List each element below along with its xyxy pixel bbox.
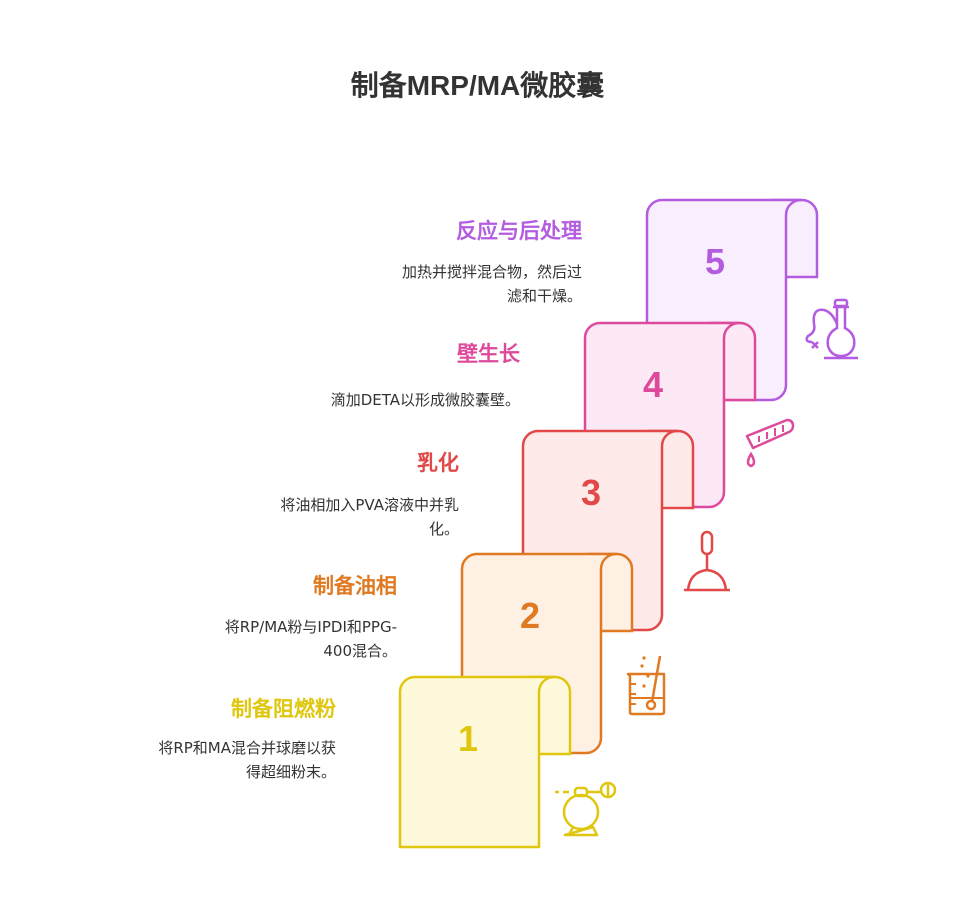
mixer-icon: [555, 781, 617, 837]
step-number: 5: [705, 241, 725, 282]
step-3-description: 将油相加入PVA溶液中并乳化。: [280, 493, 459, 541]
step-4-title: 壁生长: [457, 342, 520, 366]
description-line: 滤和干燥。: [506, 287, 582, 305]
step-3-title: 乳化: [417, 451, 459, 475]
description-line: 将RP/MA粉与IPDI和PPG-: [224, 618, 397, 636]
step-1-title: 制备阻燃粉: [231, 697, 336, 721]
step-number: 2: [520, 595, 540, 636]
step-number: 4: [643, 364, 663, 405]
beaker-stir-icon: [626, 655, 666, 716]
description-line: 化。: [428, 520, 459, 538]
description-line: 将RP和MA混合并球磨以获: [158, 739, 336, 757]
step-5-title: 反应与后处理: [456, 219, 582, 243]
scroll-panel: [398, 675, 556, 849]
description-line: 400混合。: [323, 642, 397, 660]
description-line: 滴加DETA以形成微胶囊壁。: [330, 391, 520, 409]
step-2-description: 将RP/MA粉与IPDI和PPG- 400混合。: [225, 615, 397, 663]
diagram-title: 制备MRP/MA微胶囊: [350, 70, 605, 101]
flask-icon: [805, 298, 858, 360]
step-number: 1: [458, 718, 478, 759]
step-number: 3: [581, 472, 601, 513]
step-5-description: 加热并搅拌混合物，然后过滤和干燥。: [402, 260, 582, 308]
plunger-icon: [684, 530, 730, 592]
step-1-description: 将RP和MA混合并球磨以获得超细粉末。: [158, 736, 336, 784]
step-2-title: 制备油相: [313, 574, 397, 598]
step-1-scroll: 1: [398, 675, 617, 849]
test-tube-drop-icon: [745, 418, 795, 468]
step-4-description: 滴加DETA以形成微胶囊壁。: [331, 388, 520, 412]
description-line: 加热并搅拌混合物，然后过: [401, 263, 582, 281]
description-line: 将油相加入PVA溶液中并乳: [280, 496, 459, 514]
description-line: 得超细粉末。: [245, 763, 336, 781]
